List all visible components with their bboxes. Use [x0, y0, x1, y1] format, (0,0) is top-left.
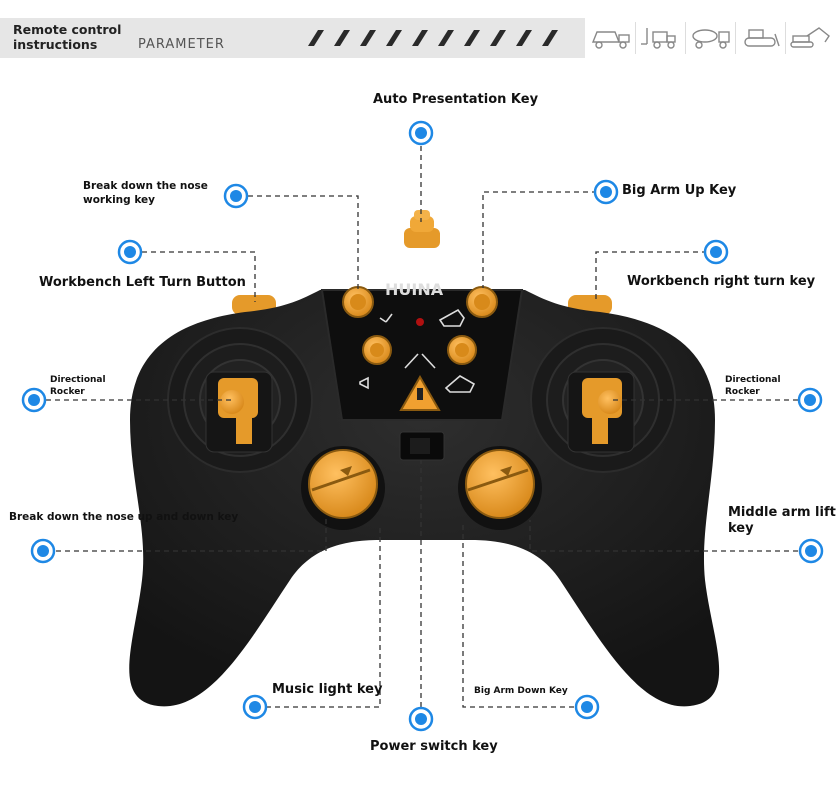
- middle-arm-lift-button[interactable]: [458, 446, 542, 530]
- nose-working-button[interactable]: [342, 286, 374, 318]
- left-directional-rocker[interactable]: [167, 327, 313, 473]
- target-middle-arm: [798, 538, 824, 564]
- leader-lines: [46, 146, 798, 708]
- power-switch[interactable]: [399, 431, 445, 461]
- label-middle-arm-line1: Middle arm lift: [728, 505, 836, 520]
- vehicle-icons: [585, 18, 837, 58]
- right-directional-rocker[interactable]: [530, 327, 676, 473]
- callout-markers: [21, 120, 824, 732]
- auto-demo-triangle-button[interactable]: [399, 374, 441, 411]
- label-workbench-right: Workbench right turn key: [627, 274, 816, 289]
- auto-presentation-button[interactable]: [404, 210, 440, 248]
- header-bar: Remote control instructions PARAMETER: [0, 18, 837, 58]
- label-nose-working-line2: working key: [83, 194, 155, 206]
- label-middle-arm-line2: key: [728, 521, 754, 536]
- target-music-light: [242, 694, 268, 720]
- big-arm-down-button[interactable]: [447, 335, 477, 365]
- label-nose-up: Break down the nose up and down key: [9, 511, 239, 523]
- target-power-switch: [408, 706, 434, 732]
- target-dir-left: [21, 387, 47, 413]
- header-title-line2: instructions: [13, 37, 98, 52]
- target-dir-right: [797, 387, 823, 413]
- brand-logo: HUINA: [385, 280, 444, 299]
- label-middle-arm: Middle arm lift key: [728, 505, 836, 537]
- header-title: Remote control instructions: [13, 22, 133, 52]
- label-big-arm-down: Big Arm Down Key: [474, 686, 568, 696]
- label-nose-working-line1: Break down the nose: [83, 180, 208, 192]
- label-dir-left-line2: Rocker: [50, 387, 85, 397]
- target-auto-presentation: [408, 120, 434, 146]
- section-label: PARAMETER: [138, 37, 225, 52]
- label-dir-right-line2: Rocker: [725, 387, 760, 397]
- label-music-light: Music light key: [272, 682, 383, 697]
- big-arm-up-button[interactable]: [466, 286, 498, 318]
- target-big-arm-down: [574, 694, 600, 720]
- target-workbench-right: [703, 239, 729, 265]
- target-workbench-left: [117, 239, 143, 265]
- music-light-button[interactable]: [362, 335, 392, 365]
- mixer-truck-icon: [692, 29, 730, 49]
- label-dir-left: Directional Rocker: [50, 374, 106, 398]
- panel-pictograms: [359, 308, 476, 393]
- label-workbench-left: Workbench Left Turn Button: [39, 275, 246, 290]
- label-dir-left-line1: Directional: [50, 375, 106, 385]
- label-auto-presentation: Auto Presentation Key: [373, 92, 539, 107]
- nose-up-down-button[interactable]: [301, 446, 385, 530]
- stripes-decoration: [308, 30, 558, 46]
- label-big-arm-up: Big Arm Up Key: [622, 183, 737, 198]
- label-nose-working: Break down the nose working key: [83, 179, 208, 207]
- excavator-icon: [790, 27, 830, 48]
- target-nose-up: [30, 538, 56, 564]
- header-title-line1: Remote control: [13, 22, 122, 37]
- label-power-switch: Power switch key: [370, 739, 498, 754]
- label-dir-right: Directional Rocker: [725, 374, 781, 398]
- target-nose-working: [223, 183, 249, 209]
- forklift-icon: [641, 28, 676, 49]
- bulldozer-icon: [744, 29, 780, 47]
- power-led: [416, 318, 424, 326]
- label-dir-right-line1: Directional: [725, 375, 781, 385]
- target-big-arm-up: [593, 179, 619, 205]
- dump-truck-icon: [591, 31, 630, 49]
